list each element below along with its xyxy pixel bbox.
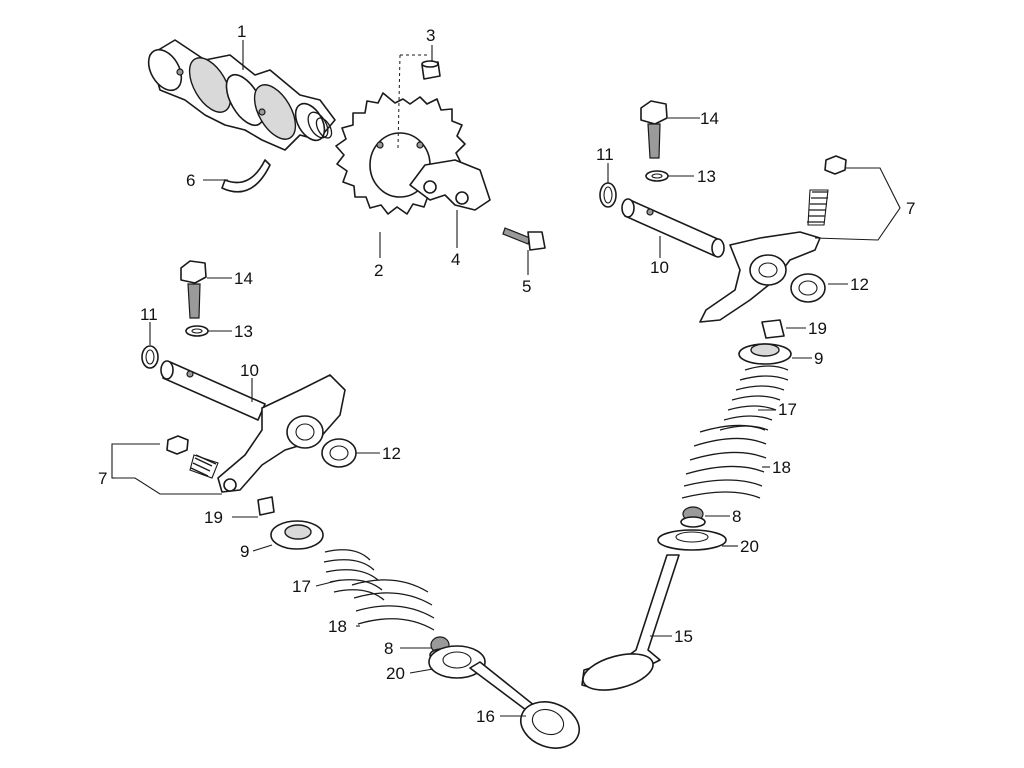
valve-cap-left: [257, 496, 275, 516]
callout-labels: 1 2 3 4 5 6 14 13 11 10 12 7 19 9 17 18 …: [98, 22, 915, 726]
callout-6: 6: [186, 171, 195, 190]
callout-18-right: 18: [772, 458, 791, 477]
thrust-washer-right: [790, 273, 826, 303]
callout-15: 15: [674, 627, 693, 646]
rocker-shaft-right: [621, 198, 725, 258]
callout-3: 3: [426, 26, 435, 45]
callout-7-left: 7: [98, 469, 107, 488]
callout-9-left: 9: [240, 542, 249, 561]
callout-14-right: 14: [700, 109, 719, 128]
callout-11-right: 11: [596, 145, 614, 164]
callout-10-left: 10: [240, 361, 259, 380]
half-moon-gasket: [221, 159, 271, 193]
o-ring-left: [141, 345, 159, 369]
sprocket-bolt: [502, 227, 546, 251]
callout-10-right: 10: [650, 258, 669, 277]
camshaft: [147, 39, 336, 151]
rocker-bolt-right: [640, 100, 668, 159]
valve-right: [581, 554, 680, 691]
callout-13-right: 13: [697, 167, 716, 186]
outer-spring-left: [351, 579, 435, 631]
valve-seal-right: [680, 506, 706, 528]
callout-11-left: 11: [140, 305, 158, 324]
callout-8-right: 8: [732, 507, 741, 526]
valve-cap-right: [761, 319, 785, 339]
dowel-pin: [397, 54, 441, 149]
callout-8-left: 8: [384, 639, 393, 658]
rocker-assembly-left: [141, 260, 580, 749]
callout-20-left: 20: [386, 664, 405, 683]
callout-16: 16: [476, 707, 495, 726]
chain-guide-plate: [409, 159, 491, 211]
rocker-arm-right: [699, 231, 821, 323]
spring-seat-left: [428, 645, 486, 679]
thrust-washer-left: [321, 438, 357, 468]
callout-20-right: 20: [740, 537, 759, 556]
callout-18-left: 18: [328, 617, 347, 636]
callout-9-right: 9: [814, 349, 823, 368]
callout-17-left: 17: [292, 577, 311, 596]
callout-7-right: 7: [906, 199, 915, 218]
inner-spring-right: [719, 365, 789, 431]
inner-spring-left: [323, 549, 385, 601]
callout-5: 5: [522, 277, 531, 296]
washer-left: [185, 325, 209, 337]
callout-19-left: 19: [204, 508, 223, 527]
callout-19-right: 19: [808, 319, 827, 338]
rocker-arm-left: [217, 374, 346, 493]
rocker-shaft-left: [160, 360, 266, 421]
spring-seat-right: [657, 529, 727, 551]
callout-13-left: 13: [234, 322, 253, 341]
callout-17-right: 17: [778, 400, 797, 419]
callout-2: 2: [374, 261, 383, 280]
leader-lines: [111, 40, 901, 717]
spring-retainer-right: [738, 343, 792, 365]
adjuster-nut-screw-right: [807, 155, 847, 226]
callout-14-left: 14: [234, 269, 253, 288]
adjuster-nut-screw-left: [166, 435, 219, 479]
rocker-assembly-right: [581, 100, 847, 691]
callout-1: 1: [237, 22, 246, 41]
rocker-bolt-left: [180, 260, 207, 319]
valve-left: [469, 661, 580, 749]
callout-4: 4: [451, 250, 460, 269]
callout-12-right: 12: [850, 275, 869, 294]
callout-12-left: 12: [382, 444, 401, 463]
washer-right: [645, 170, 669, 182]
outer-spring-right: [681, 424, 767, 499]
spring-retainer-left: [270, 520, 324, 550]
